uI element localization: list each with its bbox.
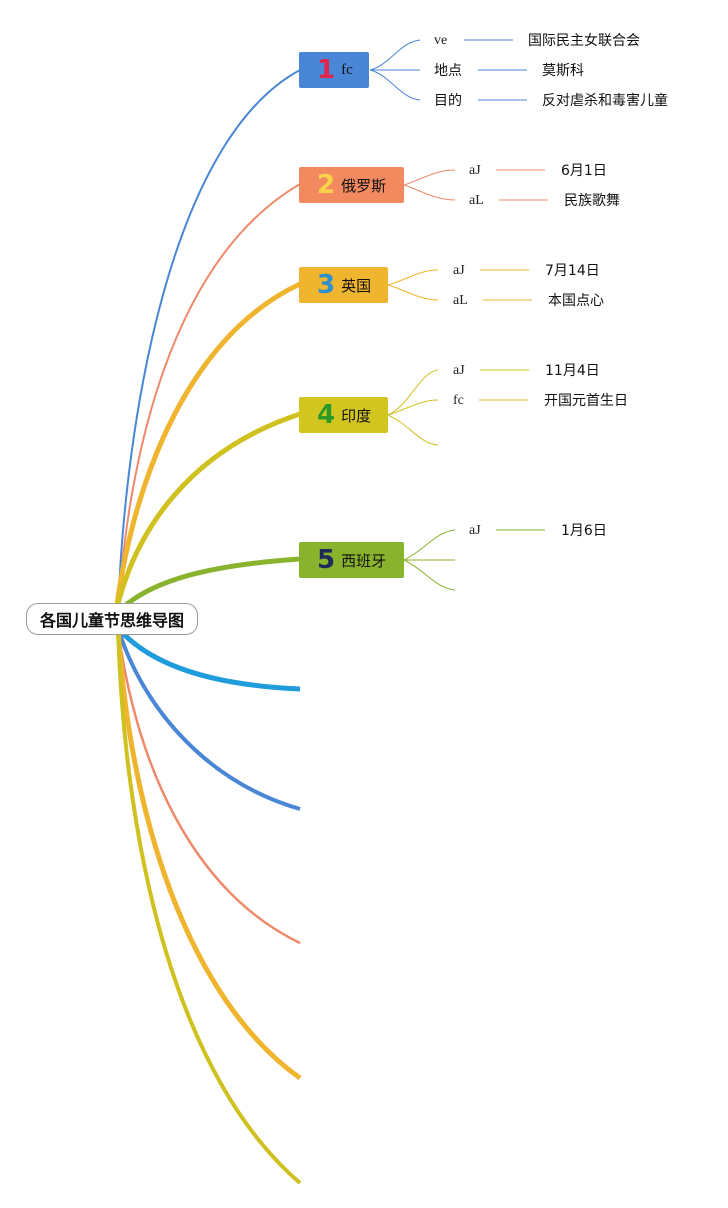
sub-2-1-connector (403, 169, 456, 186)
branch-3-connector (113, 281, 302, 613)
sub-1-3-connector (369, 69, 421, 101)
topic-3-item-2-value: 本国点心 (548, 293, 604, 309)
branch-7-connector (116, 627, 301, 811)
topic-5-label: 西班牙 (341, 551, 387, 570)
branch-1-connector (117, 69, 301, 613)
branch-5-connector (116, 556, 301, 614)
topic-3[interactable]: 3 英国 (299, 267, 388, 303)
sub-5-3-connector (403, 559, 456, 591)
topic-1-label: fc (341, 61, 353, 78)
topic-2-item-2-key: aL (469, 193, 484, 208)
root-title: 各国儿童节思维导图 (39, 611, 184, 630)
topic-1-item-1-value: 国际民主女联合会 (528, 33, 640, 49)
topic-2-item-1-value: 6月1日 (561, 163, 607, 179)
sub-3-2-connector (387, 284, 439, 301)
topic-2-item-2-value: 民族歌舞 (564, 193, 620, 209)
branch-9-connector (115, 627, 302, 1081)
sub-5-1-connector (403, 529, 456, 561)
root-node[interactable]: 各国儿童节思维导图 (26, 603, 198, 635)
topic-5-item-1-key: aJ (469, 523, 481, 538)
topic-4-number: 4 (317, 400, 336, 430)
topic-4-item-1-key: aJ (453, 363, 465, 378)
topic-1[interactable]: 1 fc (299, 52, 369, 88)
topic-5-item-1-value: 1月6日 (561, 523, 607, 539)
topic-2-label: 俄罗斯 (341, 176, 387, 195)
topic-4-item-2-value: 开国元首生日 (544, 393, 628, 409)
topic-1-item-3-value: 反对虐杀和毒害儿童 (542, 93, 668, 109)
branch-10-connector (116, 627, 302, 1185)
topic-4-item-1-value: 11月4日 (545, 363, 600, 379)
topic-3-label: 英国 (341, 276, 372, 295)
branch-6-connector (116, 626, 301, 692)
branch-4-connector (113, 411, 301, 613)
topic-4-label: 印度 (341, 406, 372, 425)
topic-1-item-1-key: ve (434, 33, 448, 48)
topic-5-number: 5 (317, 545, 336, 575)
topic-2-item-1-key: aJ (469, 163, 481, 178)
sub-2-2-connector (403, 184, 456, 201)
branch-8-connector (116, 627, 301, 945)
topic-3-item-1-value: 7月14日 (545, 263, 600, 279)
topic-3-item-2-key: aL (453, 293, 468, 308)
topic-1-number: 1 (317, 55, 336, 85)
sub-1-1-connector (369, 39, 421, 71)
topic-1-item-2-value: 莫斯科 (542, 63, 584, 79)
topic-2[interactable]: 2 俄罗斯 (299, 167, 404, 203)
sub-4-2-connector (387, 399, 439, 416)
topic-1-item-3-key: 目的 (434, 93, 462, 109)
topic-1-item-2-key: 地点 (434, 63, 462, 79)
topic-2-number: 2 (317, 170, 336, 200)
topic-5[interactable]: 5 西班牙 (299, 542, 404, 578)
topic-3-item-1-key: aJ (453, 263, 465, 278)
topic-4[interactable]: 4 印度 (299, 397, 388, 433)
sub-4-3-connector (387, 414, 439, 446)
sub-4-1-connector (387, 369, 439, 416)
topic-3-number: 3 (317, 270, 336, 300)
sub-3-1-connector (387, 269, 439, 286)
branch-2-connector (117, 183, 301, 613)
topic-4-item-2-key: fc (453, 393, 464, 408)
